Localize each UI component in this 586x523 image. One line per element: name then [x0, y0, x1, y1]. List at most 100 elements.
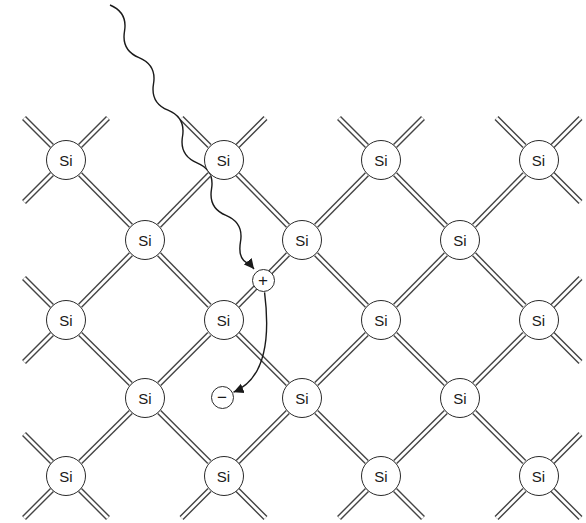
bond-gap [395, 254, 446, 306]
bond-gap [316, 174, 367, 226]
bond-line [316, 412, 367, 462]
bond-gap [316, 254, 367, 306]
covalent-bond [238, 412, 288, 462]
covalent-bond [159, 412, 209, 462]
bond-gap [316, 334, 367, 384]
covalent-bond [395, 254, 446, 306]
bond-gap [159, 254, 209, 305]
bond-line [159, 412, 209, 462]
bond-line [474, 412, 524, 462]
bond-line [80, 412, 131, 462]
covalent-bond [316, 254, 367, 306]
bond-gap [238, 412, 288, 462]
atom-circle: Si [46, 456, 86, 496]
bond-gap [395, 174, 446, 226]
atom-symbol: Si [217, 469, 230, 484]
atom-circle: Si [204, 456, 244, 496]
bond-line [316, 254, 367, 306]
atom-symbol: Si [374, 313, 387, 328]
bond-gap [159, 174, 209, 225]
dangling-bond [24, 118, 581, 518]
bond-gap [80, 174, 131, 226]
bond-line [238, 412, 288, 462]
bond-line [80, 334, 131, 384]
bond-line [238, 334, 288, 384]
atom-symbol: Si [138, 233, 151, 248]
covalent-bond [159, 254, 209, 305]
atom-circle: Si [519, 456, 559, 496]
atom-circle: Si [125, 378, 165, 418]
covalent-bond [159, 334, 209, 384]
covalent-bond [395, 174, 446, 226]
bond-line [159, 334, 209, 384]
atom-circle: Si [440, 220, 480, 260]
atom-circle: Si [125, 220, 165, 260]
atom-symbol: Si [532, 469, 545, 484]
atom-symbol: Si [217, 153, 230, 168]
bond-gap [316, 412, 367, 462]
covalent-bond [474, 334, 524, 384]
atom-circle: Si [361, 300, 401, 340]
atom-circle: Si [46, 300, 86, 340]
covalent-bond [395, 334, 446, 384]
bond-gap [238, 174, 288, 225]
bond-gap [474, 254, 524, 305]
covalent-bond [80, 174, 131, 226]
bond-line [395, 334, 446, 384]
covalent-bond [80, 412, 131, 462]
bond-gap [395, 334, 446, 384]
covalent-bond [238, 254, 288, 305]
covalent-bond [80, 334, 131, 384]
bond-line [395, 174, 446, 226]
dangling-bond-gap [24, 118, 581, 518]
atom-symbol: Si [295, 391, 308, 406]
charge-sign: − [217, 389, 227, 406]
bond-line [474, 254, 524, 305]
covalent-bond [316, 334, 367, 384]
electron-circle: − [211, 386, 234, 409]
atom-circle: Si [440, 378, 480, 418]
photon-wave [110, 5, 254, 269]
atom-symbol: Si [374, 153, 387, 168]
bond-line [474, 174, 524, 225]
covalent-bond [474, 412, 524, 462]
bond-gap [238, 254, 288, 305]
covalent-bond [474, 254, 524, 305]
covalent-bond [316, 174, 367, 226]
bond-line [395, 412, 446, 462]
atom-symbol: Si [532, 313, 545, 328]
atom-circle: Si [282, 378, 322, 418]
covalent-bond [395, 412, 446, 462]
bond-gap [395, 412, 446, 462]
atom-symbol: Si [453, 233, 466, 248]
atom-circle: Si [282, 220, 322, 260]
atom-symbol: Si [453, 391, 466, 406]
atom-circle: Si [361, 140, 401, 180]
covalent-bond [238, 334, 288, 384]
atom-circle: Si [519, 140, 559, 180]
bond-line [80, 254, 131, 306]
atom-circle: Si [361, 456, 401, 496]
bond-gap [159, 412, 209, 462]
bond-line [316, 174, 367, 226]
bond-gap [238, 334, 288, 384]
bond-gap [474, 412, 524, 462]
bond-line [474, 334, 524, 384]
atom-symbol: Si [374, 469, 387, 484]
atom-circle: Si [46, 140, 86, 180]
bond-gap [159, 334, 209, 384]
bond-gap [80, 412, 131, 462]
bond-gap [80, 334, 131, 384]
atom-symbol: Si [217, 313, 230, 328]
atom-symbol: Si [59, 153, 72, 168]
atom-circle: Si [204, 300, 244, 340]
atom-circle: Si [519, 300, 559, 340]
covalent-bond [159, 174, 209, 225]
bond-line [316, 334, 367, 384]
bond-gap [80, 254, 131, 306]
bond-line [159, 254, 209, 305]
hole-circle: + [252, 269, 275, 292]
covalent-bond [474, 174, 524, 225]
